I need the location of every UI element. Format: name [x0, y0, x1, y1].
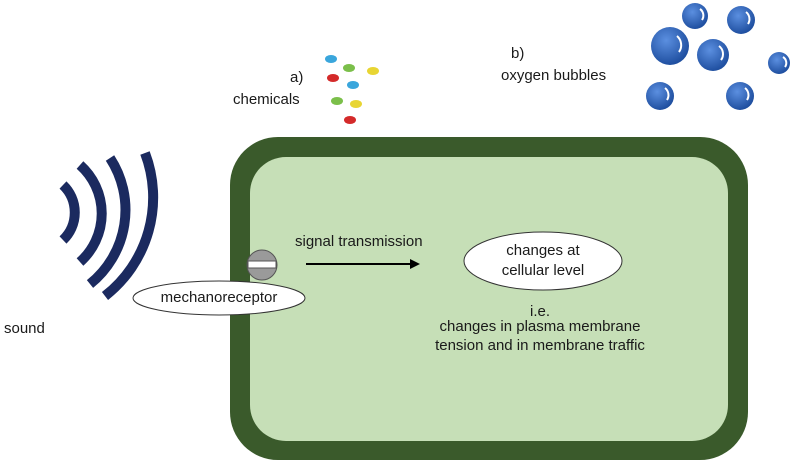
- bubble-icon: [768, 52, 790, 74]
- label-detail-line1: changes in plasma membrane: [439, 318, 641, 335]
- label-detail-line2: tension and in membrane traffic: [435, 337, 645, 354]
- oxygen-bubbles: [646, 3, 790, 110]
- bubble-icon: [651, 27, 689, 65]
- mechanoreceptor-icon: [246, 249, 278, 281]
- chemical-dot: [350, 100, 362, 108]
- bubble-icon: [727, 6, 755, 34]
- label-signal-transmission: signal transmission: [295, 233, 423, 250]
- chemical-dot: [331, 97, 343, 105]
- label-oxygen-bubbles: oxygen bubbles: [501, 67, 607, 84]
- label-chemicals: chemicals: [233, 91, 300, 108]
- chemical-dot: [325, 55, 337, 63]
- chemical-dot: [367, 67, 379, 75]
- chemical-dots: [325, 55, 379, 124]
- label-b-marker: b): [511, 45, 525, 62]
- bubble-icon: [682, 3, 708, 29]
- mechanoreceptor-ellipse: [132, 280, 306, 316]
- label-changes-line2: cellular level: [501, 262, 585, 279]
- label-mechanoreceptor: mechanoreceptor: [160, 289, 278, 306]
- bubble-icon: [726, 82, 754, 110]
- bubble-icon: [697, 39, 729, 71]
- label-sound: sound: [4, 320, 45, 337]
- chemical-dot: [347, 81, 359, 89]
- cellular-level-ellipse: [463, 231, 623, 291]
- label-a-marker: a): [290, 69, 304, 86]
- label-changes-line1: changes at: [506, 242, 580, 259]
- chemical-dot: [343, 64, 355, 72]
- bubble-icon: [646, 82, 674, 110]
- cytoplasm: [250, 157, 728, 441]
- sound-waves-icon: [59, 151, 159, 300]
- chemical-dot: [327, 74, 339, 82]
- label-ie: i.e.: [529, 303, 550, 320]
- chemical-dot: [344, 116, 356, 124]
- signal-arrow: [306, 259, 420, 269]
